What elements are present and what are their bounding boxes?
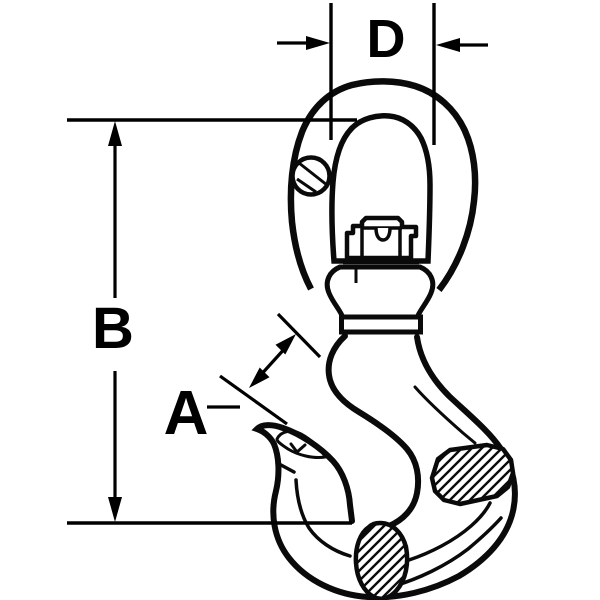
swivel-body	[324, 264, 436, 335]
hook-tip-detail	[275, 429, 328, 474]
bowl-band-contour-lower	[392, 516, 503, 588]
eye-cross-section-circle	[290, 155, 332, 197]
hatch-bottom-lines	[355, 523, 408, 599]
hatch-right-lines	[432, 445, 513, 504]
bell-outline	[324, 264, 436, 321]
arrow-lower-left-head	[249, 367, 270, 388]
dim-label-d: D	[366, 9, 406, 69]
tip-check-line	[289, 442, 307, 455]
bowl-band-contour-upper	[407, 501, 492, 562]
cross-section-hatch-right	[429, 442, 516, 507]
cross-section-hatch-bottom	[353, 520, 410, 600]
circle-hatch-lines	[296, 161, 328, 194]
arrow-down-icon	[108, 497, 122, 522]
dimension-b	[67, 118, 357, 525]
double-diagonal-arrow-icon	[249, 334, 296, 388]
swivel-nut	[343, 215, 419, 265]
nut-notch	[374, 227, 392, 242]
arrow-up-icon	[108, 121, 122, 146]
dim-label-a: A	[163, 379, 209, 448]
dimension-d	[277, 3, 488, 145]
dim-d-extension-lines	[329, 3, 436, 145]
arrow-left-icon	[436, 38, 460, 52]
swivel-collar	[339, 314, 423, 335]
tip-dash-line	[279, 463, 296, 474]
hook-throat-curve	[325, 333, 422, 533]
dim-a-tick-lower	[219, 374, 288, 426]
arrow-right-icon	[306, 36, 330, 50]
eye-outer-outline	[287, 78, 479, 292]
dim-label-b: B	[92, 296, 134, 361]
back-inner-contour	[413, 385, 477, 445]
dim-a-tick-upper	[276, 312, 322, 359]
arrow-upper-right-head	[275, 334, 296, 355]
dimension-a	[207, 312, 322, 426]
tip-leaf-contour	[275, 429, 328, 459]
bowl-inner-contour-left	[294, 478, 352, 558]
